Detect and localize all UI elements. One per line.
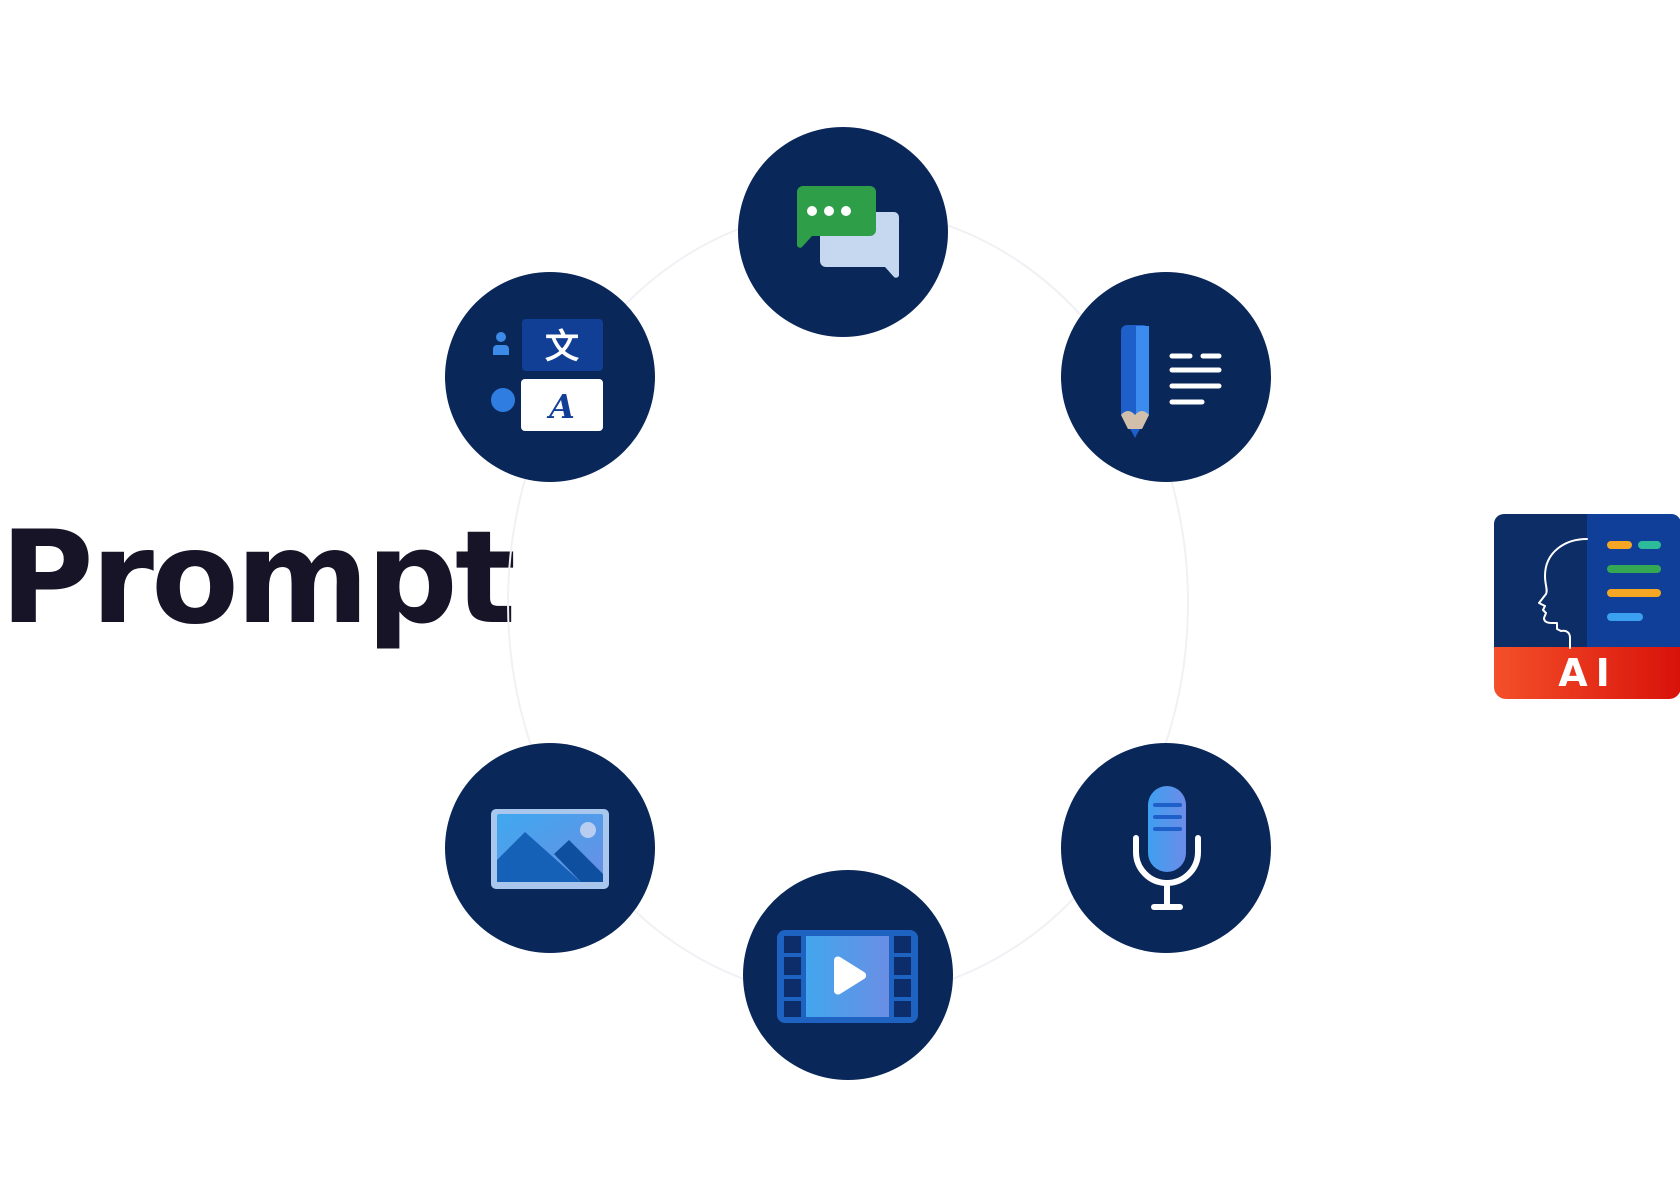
image-node bbox=[445, 743, 655, 953]
audio-node bbox=[1061, 743, 1271, 953]
ai-badge-label: AI bbox=[1558, 651, 1618, 695]
translate-icon: 文 A bbox=[491, 319, 603, 431]
image-icon bbox=[491, 809, 609, 889]
video-play-icon bbox=[777, 930, 918, 1023]
svg-text:文: 文 bbox=[545, 327, 579, 367]
translate-node: 文 A bbox=[445, 272, 655, 482]
microphone-icon bbox=[1133, 786, 1201, 910]
ai-badge-bars bbox=[1607, 541, 1661, 621]
video-node bbox=[743, 870, 953, 1080]
writing-node bbox=[1061, 272, 1271, 482]
pencil-document-icon bbox=[1121, 325, 1222, 438]
prompt-title: Prompt bbox=[0, 504, 516, 653]
svg-text:A: A bbox=[546, 387, 575, 426]
chat-node bbox=[738, 127, 948, 337]
ai-badge: AI bbox=[1494, 514, 1680, 699]
chat-bubbles-icon bbox=[792, 186, 899, 278]
ai-head-icon bbox=[1538, 538, 1588, 649]
